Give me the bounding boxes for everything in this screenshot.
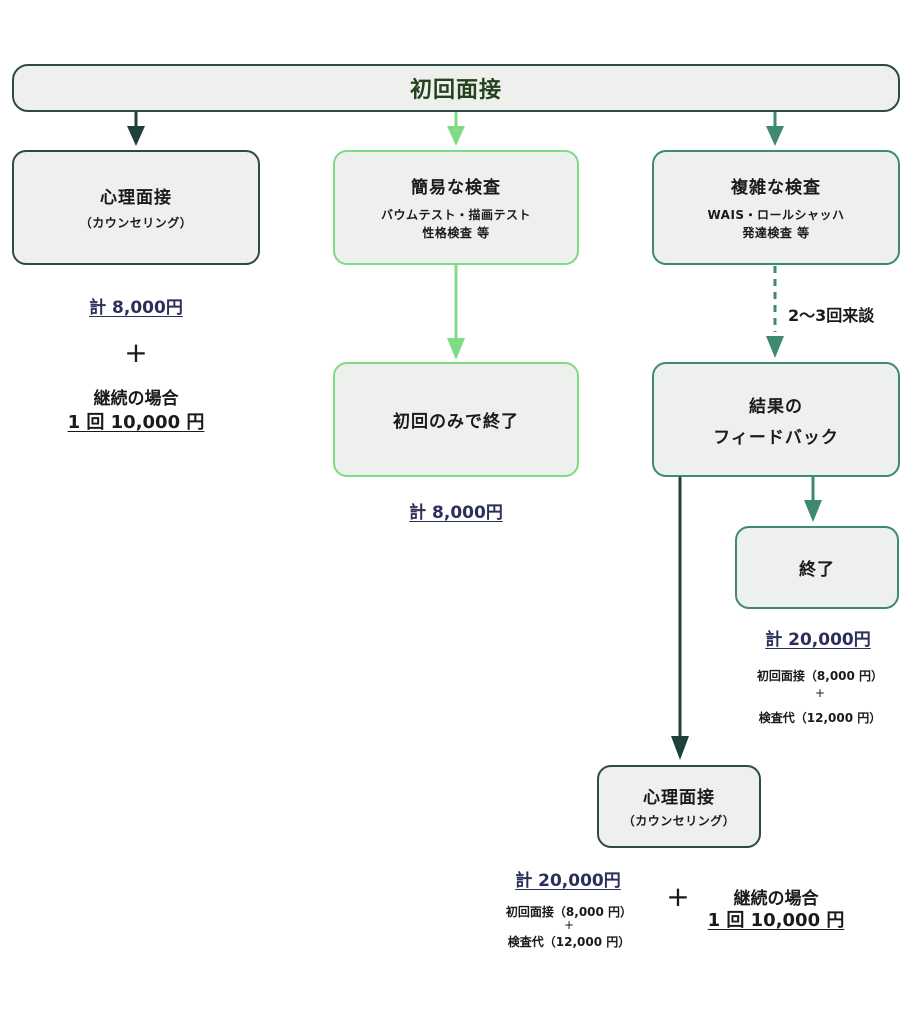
arrowhead-simple-test [447, 126, 465, 146]
simple-test-examples: バウムテスト・描画テスト [380, 208, 531, 222]
initial-only-end-box: 初回のみで終了 [333, 362, 579, 477]
complex-breakdown-plus: + [814, 686, 826, 700]
arrowhead-feedback [766, 336, 784, 358]
counseling-total: 計 8,000円 [89, 298, 183, 318]
bottom-counseling-subtitle: （カウンセリング） [622, 814, 736, 828]
arrowhead-complex-test [766, 126, 784, 146]
arrowhead-counseling [127, 126, 145, 146]
bottom-breakdown-plus: + [563, 918, 575, 932]
complex-breakdown-interview: 初回面接（8,000 円） [756, 669, 884, 683]
simple-test-box: 簡易な検査 バウムテスト・描画テスト 性格検査 等 [333, 150, 579, 265]
counseling-subtitle: （カウンセリング） [79, 216, 193, 230]
bottom-total: 計 20,000円 [515, 871, 621, 891]
arrowhead-bottom-counseling [671, 736, 689, 760]
initial-only-end-label: 初回のみで終了 [393, 412, 519, 432]
feedback-box: 結果の フィードバック [652, 362, 900, 477]
complex-test-examples: WAIS・ロールシャッハ [707, 208, 845, 222]
complex-test-title: 複雑な検査 [731, 178, 821, 198]
bottom-counseling-box: 心理面接 （カウンセリング） [597, 765, 761, 848]
simple-test-title: 簡易な検査 [411, 178, 501, 198]
complex-breakdown-test-fee: 検査代（12,000 円） [758, 711, 882, 725]
simple-test-total: 計 8,000円 [409, 503, 503, 523]
arrowhead-end [804, 500, 822, 522]
initial-interview-banner: 初回面接 [12, 64, 900, 112]
counseling-title: 心理面接 [100, 188, 172, 208]
feedback-line-2: フィードバック [713, 427, 839, 448]
arrowhead-simple-end [447, 338, 465, 360]
feedback-line-1: 結果の [749, 396, 803, 417]
bottom-continuation-label: 継続の場合 [733, 889, 819, 909]
simple-test-examples-2: 性格検査 等 [422, 226, 490, 240]
bottom-breakdown-test-fee: 検査代（12,000 円） [507, 935, 631, 949]
continuation-label: 継続の場合 [93, 389, 179, 409]
complex-test-total: 計 20,000円 [765, 630, 871, 650]
visits-label: 2〜3回来談 [788, 306, 875, 325]
complex-test-box: 複雑な検査 WAIS・ロールシャッハ 発達検査 等 [652, 150, 900, 265]
bottom-continuation-price: 1 回 10,000 円 [707, 910, 845, 931]
plus-sign: + [124, 336, 148, 369]
initial-interview-title: 初回面接 [409, 78, 502, 103]
end-box: 終了 [735, 526, 899, 609]
continuation-price: 1 回 10,000 円 [67, 412, 205, 433]
counseling-box: 心理面接 （カウンセリング） [12, 150, 260, 265]
bottom-counseling-title: 心理面接 [643, 788, 715, 808]
bottom-plus-sign: + [666, 880, 690, 913]
end-label: 終了 [799, 560, 835, 580]
bottom-breakdown-interview: 初回面接（8,000 円） [505, 905, 633, 919]
complex-test-examples-2: 発達検査 等 [742, 226, 810, 240]
